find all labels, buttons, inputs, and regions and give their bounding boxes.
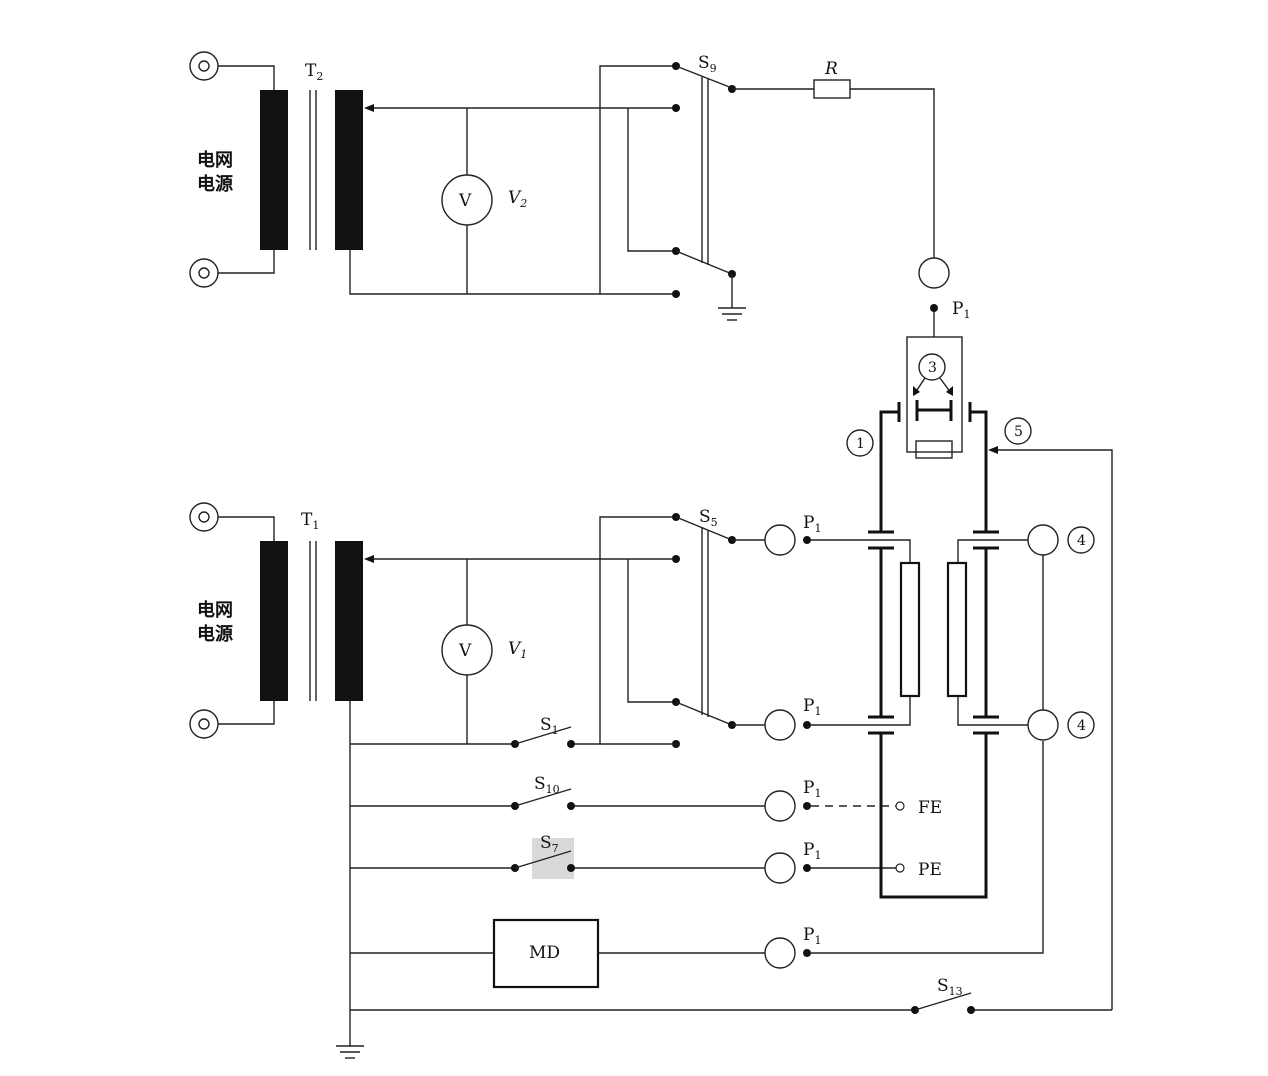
ground-icon-lower: [336, 1045, 364, 1059]
terminal-bottom-lower: [189, 709, 219, 739]
tap-arrow-icon-lower: [364, 555, 374, 563]
t1-label: T1: [301, 510, 319, 532]
switch-s1: [511, 726, 575, 748]
probe-3: [764, 790, 796, 822]
probe-4: [764, 852, 796, 884]
marker-5: [1004, 417, 1032, 445]
md-box: MD: [492, 918, 600, 989]
svg-text:电源: 电源: [197, 173, 233, 195]
resistor-r: [813, 79, 851, 99]
probe-5: [764, 937, 796, 969]
p1-label-1: P1: [803, 513, 821, 535]
svg-text:1: 1: [856, 436, 865, 452]
lower-circuit: 电网 电源 T1 V V1: [189, 502, 1112, 1059]
svg-text:电网: 电网: [197, 599, 233, 621]
marker-4-bottom: [1067, 711, 1095, 739]
probe-right-top: [1027, 524, 1059, 556]
terminal-top-lower: [189, 502, 219, 532]
feed-arrow-icon: [988, 446, 998, 454]
s7-label: S7: [540, 833, 559, 855]
switch-s10: [511, 788, 575, 810]
probe-1: [764, 524, 796, 556]
grid-source-label-upper: 电网 电源: [197, 149, 233, 195]
p1-label-3: P1: [803, 778, 821, 800]
p1-label-top: P1: [952, 299, 970, 321]
terminal-top-upper: [189, 51, 219, 81]
transformer-t1: [260, 541, 363, 701]
voltmeter-v1: V: [441, 624, 493, 676]
transformer-t2: [260, 90, 363, 250]
s5-label: S5: [699, 507, 718, 529]
v2-label: V2: [508, 188, 527, 210]
p1-label-4: P1: [803, 840, 821, 862]
p1-label-2: P1: [803, 696, 821, 718]
probe-top: [918, 257, 950, 289]
marker-3: [918, 353, 946, 381]
r-label: R: [824, 59, 838, 79]
probe-right-bottom: [1027, 709, 1059, 741]
switch-s5: [672, 513, 736, 729]
v1-label: V1: [508, 639, 527, 661]
grid-source-label-lower: 电网 电源: [197, 599, 233, 645]
svg-text:电网: 电网: [197, 149, 233, 171]
tap-arrow-icon: [364, 104, 374, 112]
marker-4-top: [1067, 526, 1095, 554]
svg-text:MD: MD: [529, 943, 560, 963]
s7-highlight: [532, 838, 574, 879]
upper-circuit: 电网 电源 T2 V V2: [189, 51, 970, 337]
t2-label: T2: [305, 61, 323, 83]
svg-text:V: V: [458, 191, 472, 211]
s1-label: S1: [540, 715, 559, 737]
svg-text:3: 3: [928, 360, 937, 376]
marker-1: [846, 429, 874, 457]
svg-text:V: V: [458, 641, 472, 661]
switch-s9: [672, 62, 736, 298]
probe-2: [764, 709, 796, 741]
svg-text:电源: 电源: [197, 623, 233, 645]
fe-label: FE: [918, 798, 942, 818]
voltmeter-v2: V: [441, 174, 493, 226]
s10-label: S10: [534, 774, 560, 796]
svg-text:5: 5: [1014, 424, 1023, 440]
terminal-bottom-upper: [189, 258, 219, 288]
p1-label-5: P1: [803, 925, 821, 947]
switch-s7: [511, 850, 575, 872]
switch-s13: [911, 992, 975, 1014]
s9-label: S9: [698, 53, 717, 75]
svg-text:4: 4: [1077, 718, 1086, 734]
ground-icon-upper: [718, 307, 746, 321]
s13-label: S13: [937, 976, 963, 998]
svg-text:4: 4: [1077, 533, 1086, 549]
device-top-assembly: 3 1 5: [846, 336, 1113, 1010]
equipment-under-test: 4 4: [811, 524, 1095, 899]
pe-label: PE: [918, 860, 942, 880]
